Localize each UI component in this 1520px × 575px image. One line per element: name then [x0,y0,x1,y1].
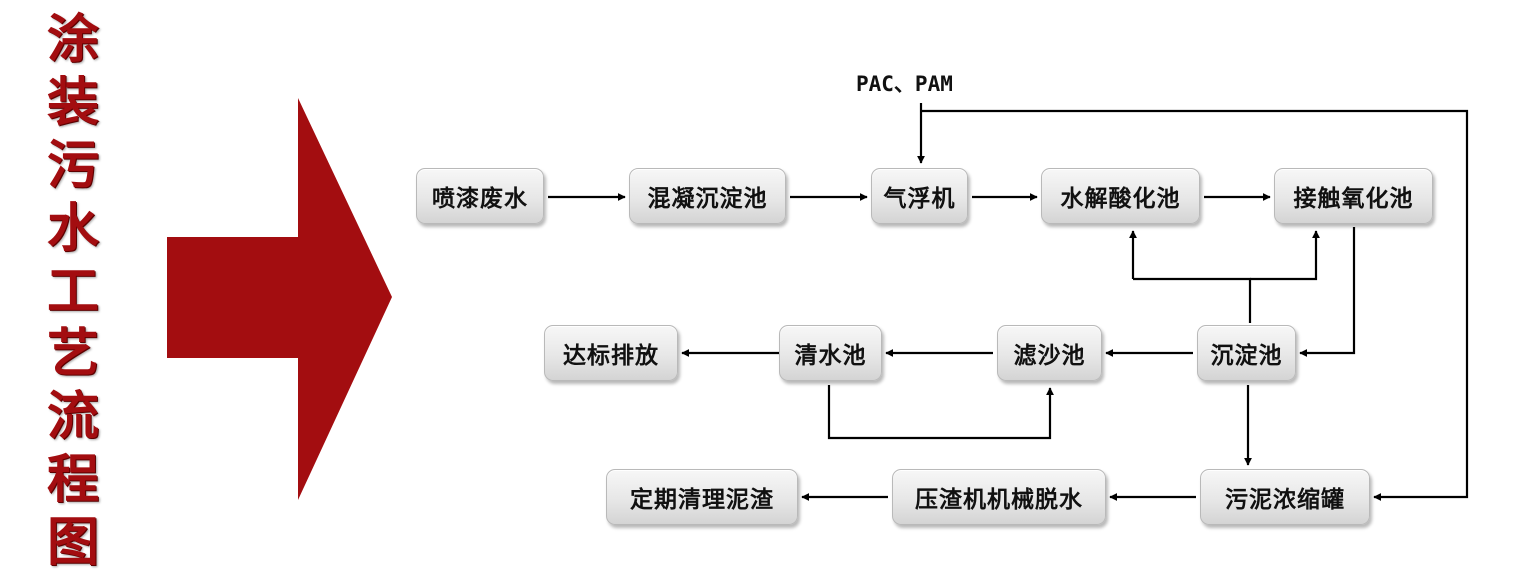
arrow-clearwater-backwash [827,385,1054,440]
title-char: 装 [46,71,99,133]
title-char: 污 [46,134,99,196]
node-sand-filter: 滤沙池 [997,325,1102,381]
arrow-flotation-sludge-to-thickener [921,109,1469,501]
reagent-label: PAC、PAM [856,72,953,96]
title-char: 流 [46,386,99,448]
vertical-title: 涂 装 污 水 工 艺 流 程 图 [28,14,118,569]
node-air-flotation: 气浮机 [871,168,968,224]
recycle-line [1133,277,1252,323]
node-hydrolysis-acidification: 水解酸化池 [1041,168,1200,224]
arrow-recycle-to-contact [1250,230,1320,281]
title-char: 工 [46,260,99,322]
node-spray-wastewater: 喷漆废水 [416,168,544,224]
node-filter-press: 压渣机机械脱水 [892,469,1106,525]
node-discharge: 达标排放 [544,325,678,381]
title-char: 程 [46,449,99,511]
node-coag-sedimentation: 混凝沉淀池 [629,168,786,224]
title-char: 艺 [46,323,99,385]
node-sludge-thickener: 污泥浓缩罐 [1200,469,1370,525]
title-char: 图 [46,512,99,573]
title-char: 水 [46,197,99,259]
title-char: 涂 [46,9,99,70]
arrow-contact-to-sedimentation [1299,227,1356,357]
node-contact-oxidation: 接触氧化池 [1274,168,1433,224]
node-sludge-cleanup: 定期清理泥渣 [606,469,798,525]
node-clear-water: 清水池 [779,325,882,381]
node-sedimentation: 沉淀池 [1197,325,1296,381]
